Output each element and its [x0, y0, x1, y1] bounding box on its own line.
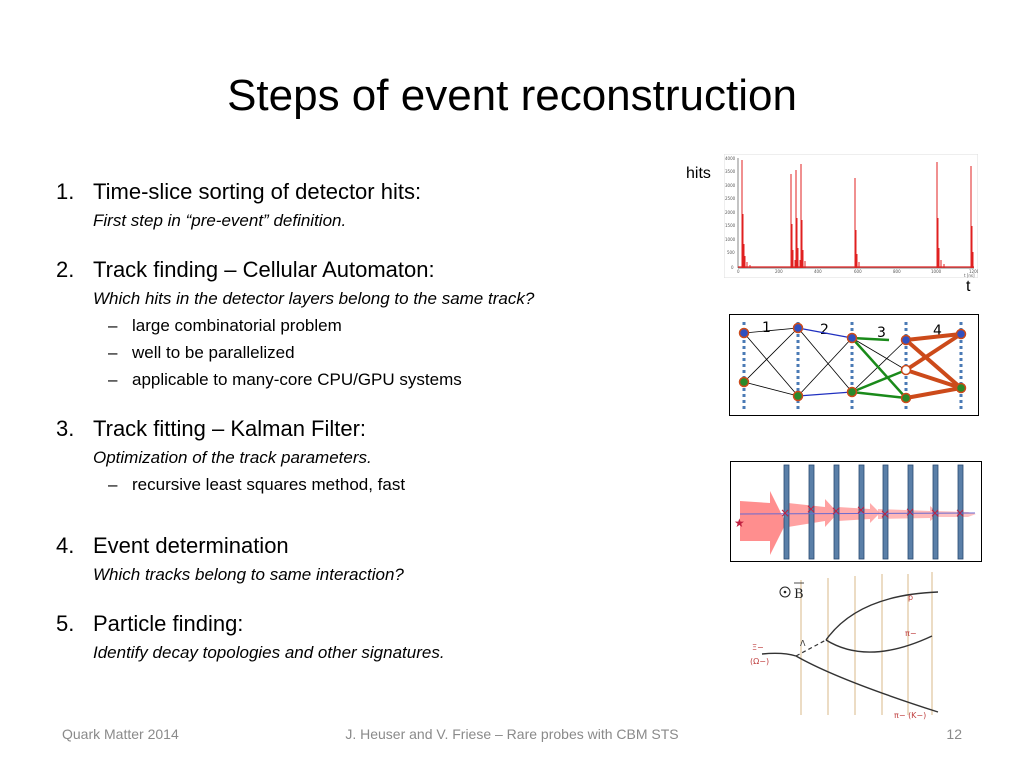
step-subtitle: Which tracks belong to same interaction?: [93, 565, 404, 584]
y-tick-label: 4000: [725, 156, 736, 161]
layer-label: 2: [820, 322, 829, 338]
y-tick-label: 1000: [725, 237, 736, 242]
step-number: 4.: [56, 533, 75, 558]
y-tick-label: 0: [731, 265, 734, 270]
step-heading: Event determination: [93, 533, 289, 558]
bullet-list: –large combinatorial problem –well to be…: [108, 312, 676, 393]
step-subtitle: Which hits in the detector layers belong…: [93, 289, 535, 308]
bullet-dash: –: [108, 370, 118, 389]
step-heading: Particle finding:: [93, 611, 244, 636]
step-number: 2.: [56, 257, 75, 282]
footer-authors: J. Heuser and V. Friese – Rare probes wi…: [345, 726, 679, 742]
step-heading: Track fitting – Kalman Filter:: [93, 416, 367, 441]
bullet-item: –large combinatorial problem: [108, 312, 676, 339]
x-tick-label: 200: [775, 269, 783, 274]
y-tick-label: 3500: [725, 169, 736, 174]
footer-conference: Quark Matter 2014: [62, 726, 179, 742]
step-number: 1.: [56, 179, 75, 204]
y-tick-label: 3000: [725, 183, 736, 188]
svg-text:×: ×: [955, 506, 965, 520]
x-tick-label: 1200: [969, 269, 978, 274]
hit-time-histogram: 4000 3500 3000 2500 2000 1500 1000 500 0…: [724, 154, 978, 278]
svg-text:×: ×: [930, 506, 940, 520]
step-number: 3.: [56, 416, 75, 441]
histogram-y-label: hits: [686, 165, 711, 182]
y-tick-label: 2000: [725, 210, 736, 215]
layer-label: 4: [933, 323, 942, 339]
particle-label-xi: Ξ−: [752, 643, 764, 652]
x-axis-unit: t [ns]: [964, 273, 975, 278]
bullet-dash: –: [108, 343, 118, 362]
layer-label: 3: [877, 325, 886, 341]
layer-label: 1: [762, 320, 771, 336]
magnetic-field-label: B: [794, 587, 804, 602]
steps-list: 1. Time-slice sorting of detector hits: …: [56, 176, 676, 666]
step-1: 1. Time-slice sorting of detector hits: …: [56, 176, 676, 234]
bullet-dash: –: [108, 316, 118, 335]
y-tick-label: 2500: [725, 196, 736, 201]
svg-text:×: ×: [831, 504, 841, 518]
bullet-item: –well to be parallelized: [108, 339, 676, 366]
y-tick-label: 500: [727, 250, 735, 255]
step-2: 2. Track finding – Cellular Automaton: W…: [56, 254, 676, 393]
kalman-filter-diagram: ★ × × × × × × × ×: [730, 461, 982, 562]
step-heading: Track finding – Cellular Automaton:: [93, 257, 435, 282]
x-tick-label: 600: [854, 269, 862, 274]
histogram-x-label: t: [966, 278, 971, 295]
svg-text:×: ×: [905, 505, 915, 519]
step-subtitle: Optimization of the track parameters.: [93, 448, 372, 467]
bullet-list: –recursive least squares method, fast: [108, 471, 676, 498]
cellular-automaton-diagram: 1 2 3 4: [729, 314, 979, 416]
particle-label-pi: π−: [905, 629, 917, 638]
x-tick-label: 800: [893, 269, 901, 274]
step-subtitle: Identify decay topologies and other sign…: [93, 643, 445, 662]
svg-text:×: ×: [780, 506, 790, 520]
slide-title: Steps of event reconstruction: [227, 71, 797, 120]
step-3: 3. Track fitting – Kalman Filter: Optimi…: [56, 413, 676, 498]
footer-page-number: 12: [946, 726, 962, 742]
bullet-dash: –: [108, 475, 118, 494]
particle-label-pi-k: π− (K−): [894, 711, 926, 720]
step-number: 5.: [56, 611, 75, 636]
x-tick-label: 400: [814, 269, 822, 274]
decay-topology-diagram: B p π− Ξ− (Ω−) π− (K−) Λ: [750, 572, 939, 720]
svg-text:×: ×: [806, 502, 816, 516]
bullet-item: –applicable to many-core CPU/GPU systems: [108, 366, 676, 393]
step-heading: Time-slice sorting of detector hits:: [93, 179, 422, 204]
x-tick-label: 1000: [931, 269, 942, 274]
svg-text:×: ×: [856, 503, 866, 517]
step-subtitle: First step in “pre-event” definition.: [93, 211, 347, 230]
y-tick-label: 1500: [725, 223, 736, 228]
svg-text:★: ★: [734, 516, 745, 530]
particle-label-omega: (Ω−): [750, 657, 769, 666]
step-5: 5. Particle finding: Identify decay topo…: [56, 608, 676, 666]
svg-text:×: ×: [880, 507, 890, 521]
bullet-item: –recursive least squares method, fast: [108, 471, 676, 498]
x-tick-label: 0: [737, 269, 740, 274]
particle-label-p: p: [908, 593, 913, 602]
particle-label-lambda: Λ: [800, 639, 806, 648]
step-4: 4. Event determination Which tracks belo…: [56, 530, 676, 588]
